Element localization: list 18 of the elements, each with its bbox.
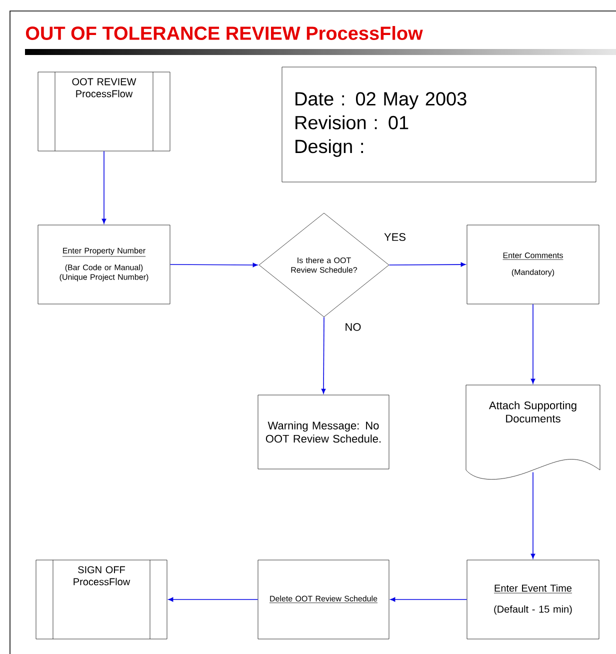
process-box: Enter Event Time (Default - 15 min) [466,560,600,640]
arrow [530,472,536,559]
arrow [170,262,258,268]
predefined-process-box: SIGN OFF ProcessFlow [36,560,168,640]
arrow [530,304,536,384]
arrow [168,597,258,602]
predefined-process-box: OOT REVIEW ProcessFlow [38,72,170,152]
arrow [388,262,466,267]
process-box: Enter Comments (Mandatory) [466,224,600,304]
info-box: Date : 02 May 2003 Revision : 01 Design : [282,66,596,182]
process-box: Enter Property Number (Bar Code or Manual) (Unique Project Number) [38,224,170,304]
process-box: Delete OOT Review Schedule [258,560,390,640]
arrow [321,316,326,394]
edge-label: NO [344,322,362,332]
process-box: Warning Message: No OOT Review Schedule. [258,394,390,470]
title: OUT OF TOLERANCE REVIEW ProcessFlow [26,26,423,40]
arrow [390,597,468,602]
arrow [102,150,106,224]
